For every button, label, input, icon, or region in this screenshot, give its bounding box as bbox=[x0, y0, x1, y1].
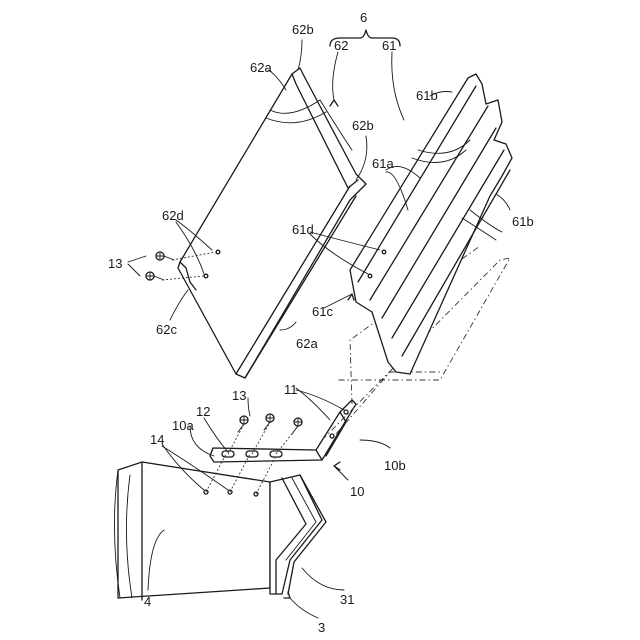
member-61 bbox=[350, 74, 512, 374]
label-4: 4 bbox=[144, 594, 151, 609]
label-14: 14 bbox=[150, 432, 164, 447]
label-31: 31 bbox=[340, 592, 354, 607]
label-10: 10 bbox=[350, 484, 364, 499]
label-61: 61 bbox=[382, 38, 396, 53]
label-6: 6 bbox=[360, 10, 367, 25]
frame-part-3 bbox=[270, 475, 326, 594]
label-62: 62 bbox=[334, 38, 348, 53]
label-13-top: 13 bbox=[108, 256, 122, 271]
label-61b-top: 61b bbox=[416, 88, 438, 103]
label-62b-mid: 62b bbox=[352, 118, 374, 133]
screws-13-middle bbox=[238, 414, 302, 434]
label-10b: 10b bbox=[384, 458, 406, 473]
label-61b-bottom: 61b bbox=[512, 214, 534, 229]
column-4 bbox=[114, 462, 270, 600]
label-62d: 62d bbox=[162, 208, 184, 223]
label-12: 12 bbox=[196, 404, 210, 419]
label-11: 11 bbox=[284, 382, 298, 397]
label-10a: 10a bbox=[172, 418, 194, 433]
label-61a: 61a bbox=[372, 156, 394, 171]
label-3: 3 bbox=[318, 620, 325, 635]
label-62a-bottom: 62a bbox=[296, 336, 318, 351]
label-13-middle: 13 bbox=[232, 388, 246, 403]
label-62c: 62c bbox=[156, 322, 177, 337]
plate-62 bbox=[178, 68, 366, 378]
label-61c: 61c bbox=[312, 304, 333, 319]
label-62b-top: 62b bbox=[292, 22, 314, 37]
label-61d: 61d bbox=[292, 222, 314, 237]
label-62a-top: 62a bbox=[250, 60, 272, 75]
bracket-10 bbox=[210, 400, 356, 462]
